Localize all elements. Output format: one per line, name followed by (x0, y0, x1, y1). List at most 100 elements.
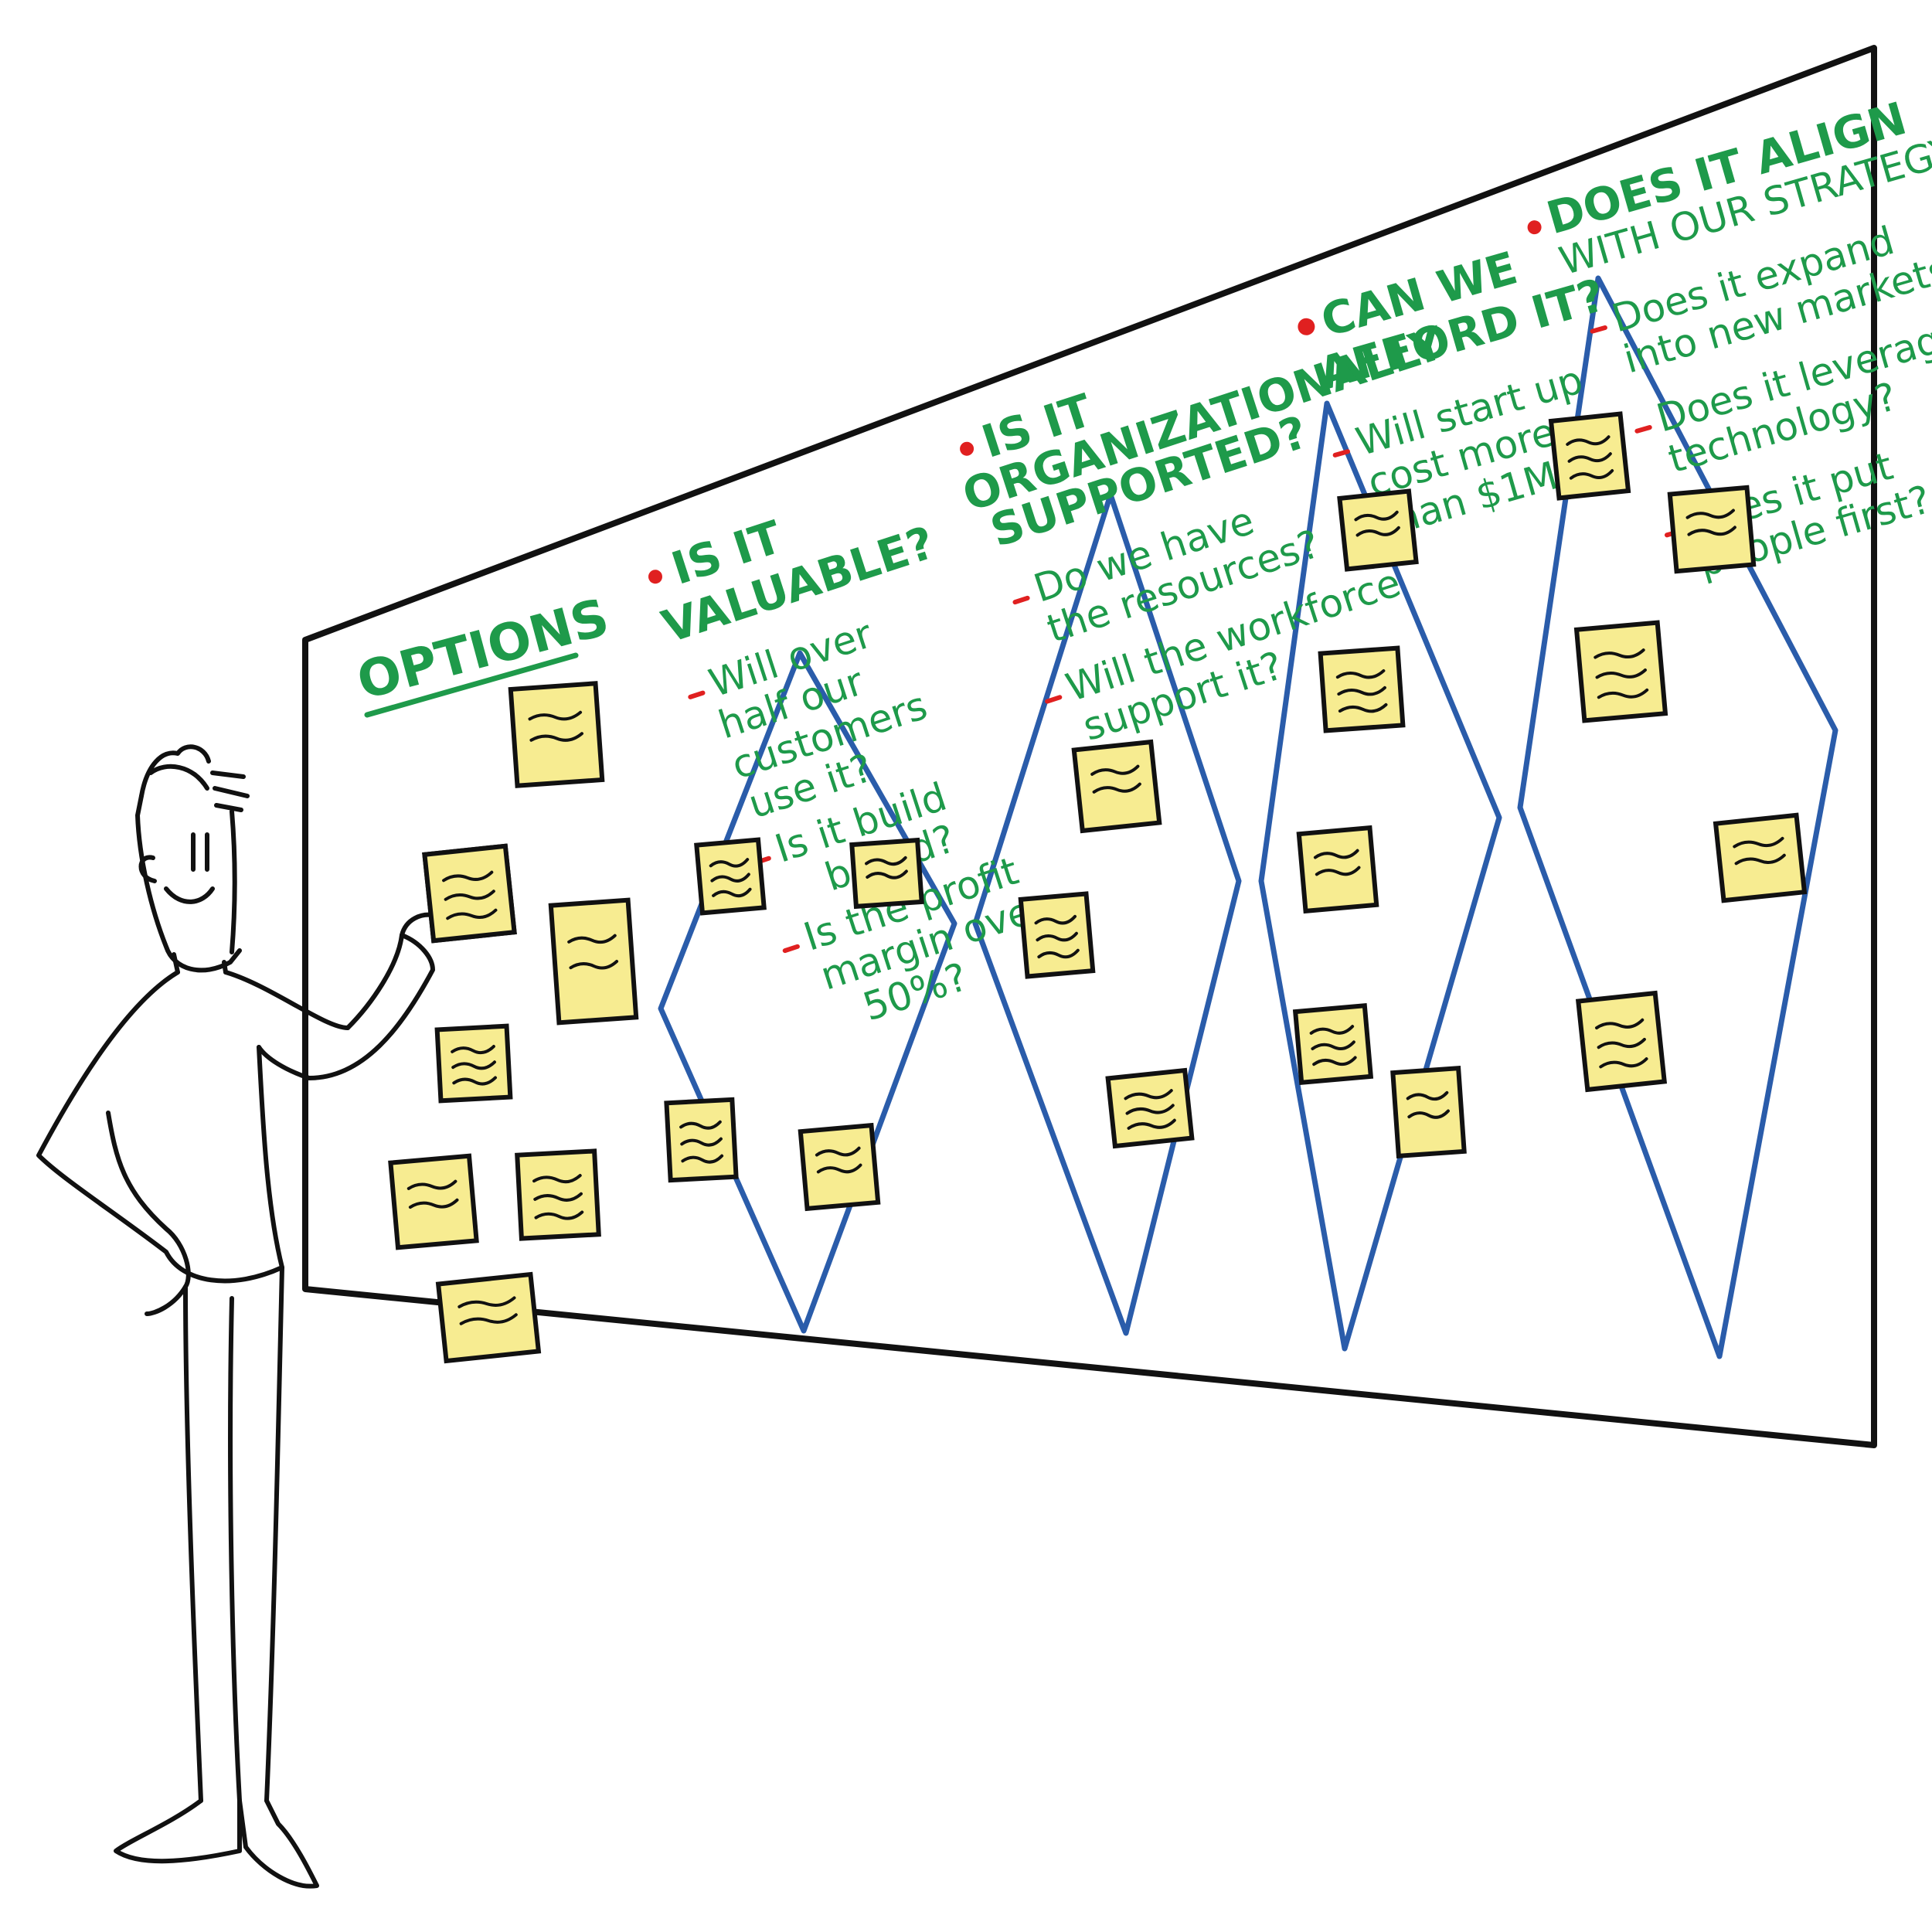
bullet-dot (1298, 318, 1315, 335)
raised-arm (257, 933, 435, 1080)
options-underline (364, 652, 579, 718)
scribble-line (1311, 1040, 1355, 1051)
sticky-note-paper (1018, 891, 1096, 979)
sticky-note[interactable] (1292, 1003, 1374, 1085)
held-sticky-note[interactable] (422, 843, 517, 944)
sticky-note[interactable] (435, 1271, 542, 1364)
scribble-line (446, 908, 498, 920)
scribble-line (1595, 668, 1647, 679)
scribble-line (1354, 510, 1399, 522)
scribble-line (1355, 526, 1400, 537)
smile (164, 886, 215, 904)
sticky-note-paper (1071, 739, 1162, 834)
sticky-note-paper (422, 843, 517, 944)
scribble-line (1127, 1118, 1176, 1130)
sticky-note-paper (1548, 411, 1631, 501)
scribble-line (444, 890, 495, 901)
sticky-note-paper (1296, 825, 1379, 914)
sticky-note-paper (1713, 812, 1808, 903)
legs (183, 1265, 284, 1803)
sticky-note[interactable] (1573, 620, 1668, 723)
sticky-note[interactable] (1318, 645, 1406, 733)
sticky-note[interactable] (1713, 812, 1808, 903)
sticky-note[interactable] (849, 837, 924, 910)
scribble-line (1597, 688, 1649, 699)
sticky-notes (388, 411, 1808, 1364)
sticky-note[interactable] (548, 897, 639, 1026)
ear (138, 855, 157, 883)
sticky-note[interactable] (508, 681, 605, 788)
scribble-line (457, 1296, 516, 1308)
scribble-line (1312, 1056, 1357, 1066)
sticky-note[interactable] (694, 837, 767, 916)
scribble-line (709, 858, 750, 868)
scribble-line (529, 732, 583, 742)
scribble-line (712, 887, 752, 898)
sticky-note[interactable] (1337, 488, 1419, 572)
scribble-line (865, 856, 907, 866)
question-dash (782, 944, 800, 954)
sticky-note[interactable] (1575, 990, 1668, 1093)
sticky-note-paper (548, 897, 639, 1026)
scribble-line (710, 873, 750, 883)
scribble-line (1309, 1025, 1355, 1035)
scribble-line (1337, 685, 1386, 696)
scribble-line (1406, 1090, 1449, 1101)
scribble-line (1338, 702, 1388, 713)
scribble-line (815, 1146, 861, 1157)
scribble-line (1092, 782, 1141, 794)
sticky-note[interactable] (1018, 891, 1096, 979)
sticky-note-paper (388, 1153, 479, 1250)
sticky-note[interactable] (515, 1148, 601, 1241)
sticky-note[interactable] (664, 1097, 739, 1183)
scribble-line (681, 1154, 724, 1164)
sticky-note[interactable] (1105, 1067, 1195, 1149)
bullet-dot (1527, 220, 1542, 235)
sticky-note-paper (798, 1122, 881, 1212)
sticky-note[interactable] (388, 1153, 479, 1250)
scribble-line (1597, 1037, 1646, 1049)
scribble-line (1685, 509, 1735, 519)
sticky-note-paper (1667, 485, 1757, 574)
scribble-line (679, 1120, 722, 1130)
scribble-line (408, 1198, 459, 1209)
sticky-note[interactable] (1390, 1065, 1467, 1159)
sticky-note[interactable] (1667, 485, 1757, 574)
right-foot (237, 1798, 319, 1889)
hair (139, 744, 250, 812)
hip-arm (106, 1111, 191, 1316)
sticky-note-paper (1337, 488, 1419, 572)
scribble-line (680, 1137, 723, 1147)
sticky-note[interactable] (1296, 825, 1379, 914)
scribble-line (567, 934, 617, 944)
bullet-dot (960, 441, 975, 456)
question-dash (688, 690, 706, 699)
sticky-note-paper (694, 837, 767, 916)
scribble-line (1090, 764, 1140, 776)
sticky-note-paper (508, 681, 605, 788)
sticky-note-paper (1573, 620, 1668, 723)
sticky-note-paper (515, 1148, 601, 1241)
question-dash (1012, 595, 1030, 605)
scribble-line (451, 1045, 495, 1055)
sticky-note[interactable] (422, 843, 517, 944)
sticky-note-paper (1575, 990, 1668, 1093)
head (135, 794, 242, 973)
diamond-organizational (972, 492, 1242, 1336)
scribble-line (528, 710, 583, 721)
sticky-note[interactable] (1071, 739, 1162, 834)
sticky-note[interactable] (434, 1023, 513, 1104)
scribble-line (1313, 849, 1359, 859)
scribble-line (532, 1174, 582, 1184)
sticky-note[interactable] (1548, 411, 1631, 501)
sticky-note-paper (434, 1023, 513, 1104)
diamond-strategy (1517, 275, 1838, 1359)
scribble-line (1595, 1018, 1645, 1030)
sticky-note-paper (435, 1271, 542, 1364)
scribble-line (1407, 1109, 1450, 1119)
sticky-note[interactable] (798, 1122, 881, 1212)
diamond-afford (1258, 400, 1502, 1352)
question-dash (1332, 449, 1350, 458)
eyes (191, 832, 209, 872)
